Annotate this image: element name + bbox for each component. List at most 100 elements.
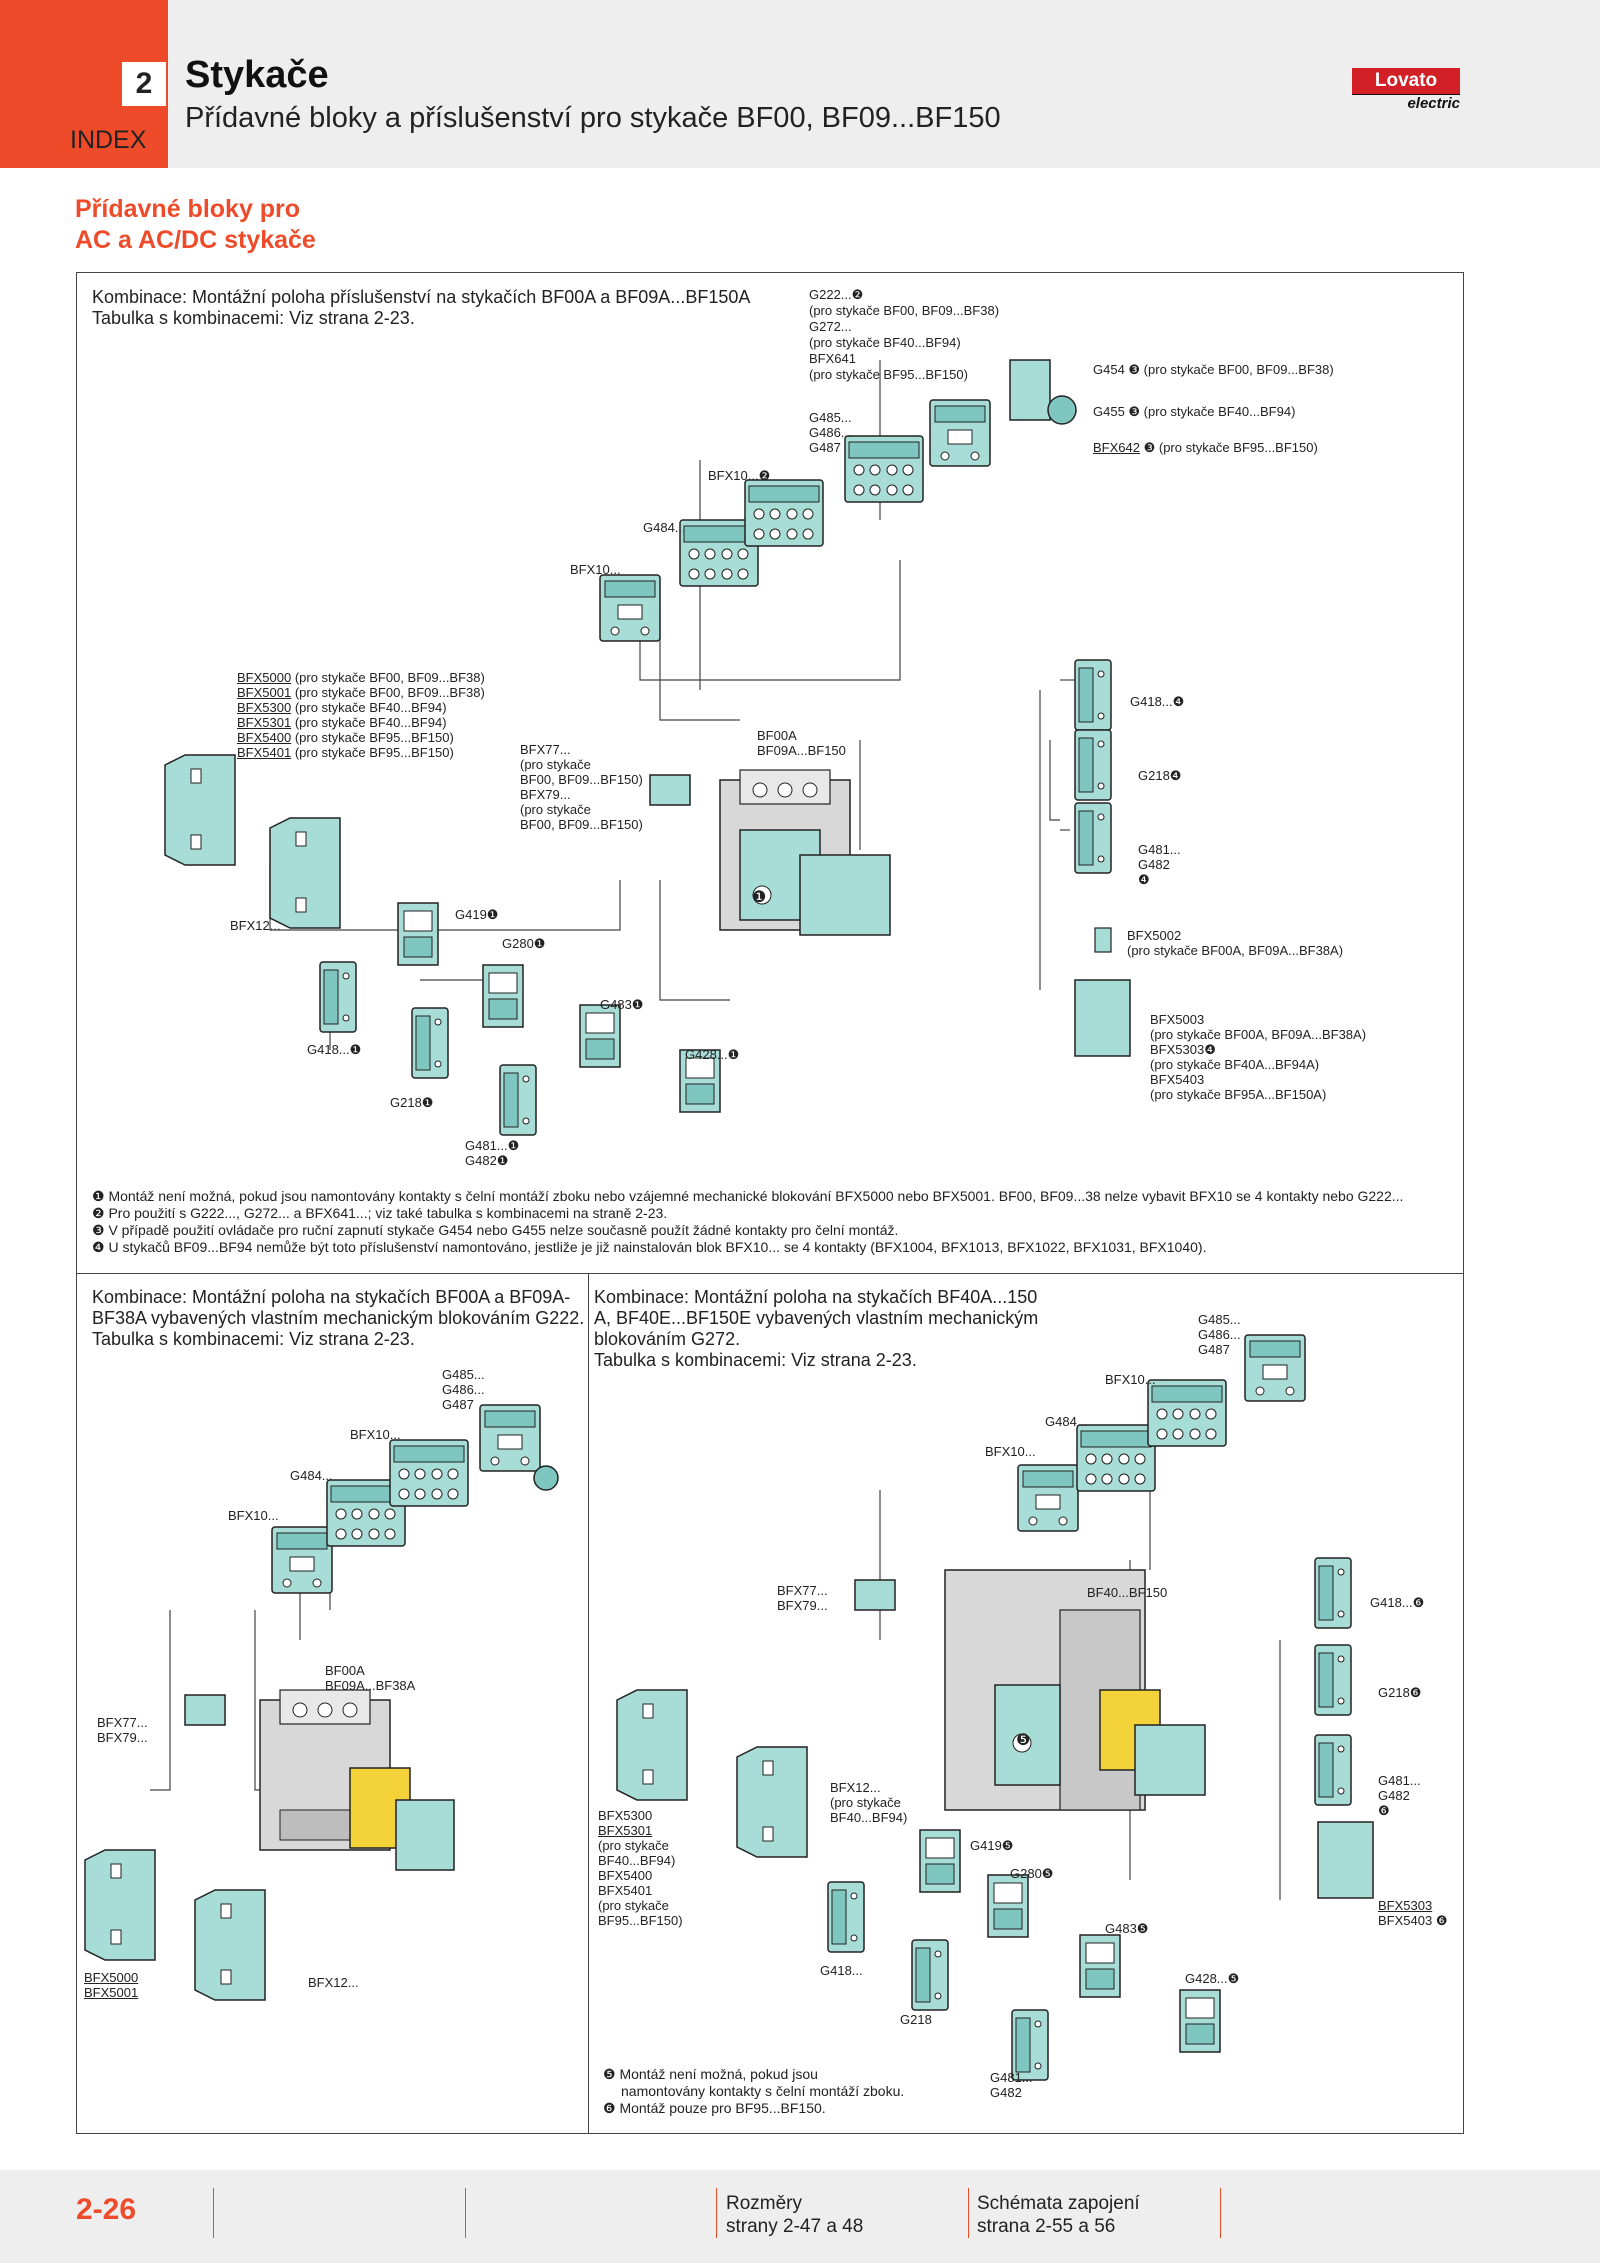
panel-divider [588, 1273, 589, 2134]
label-g218-br-left: G218 [900, 2012, 932, 2027]
index-number: 2 [122, 62, 166, 106]
label-bfx10-bl-a: BFX10... [350, 1427, 401, 1442]
label-line: G481... [1378, 1773, 1421, 1788]
label-g484-bl: G484... [290, 1468, 333, 1483]
label-line: G485... [809, 410, 852, 425]
section-title-line: AC a AC/DC stykače [75, 226, 316, 254]
footer-divider [968, 2188, 969, 2238]
label-line: BFX5002 [1127, 928, 1182, 943]
label-g483: G483❶ [600, 997, 644, 1012]
index-label[interactable]: INDEX [70, 126, 147, 154]
label-bfx5000-list: BFX5000 (pro stykače BF00, BF09...BF38) … [237, 670, 485, 760]
label-line: BFX5001 [84, 1985, 139, 2000]
label-bfx5000-bl: BFX5000 BFX5001 [84, 1970, 138, 2000]
label-g428: G428...❶ [685, 1047, 740, 1062]
label-line: BFX5403 [1150, 1072, 1205, 1087]
label-line: G486... [442, 1382, 485, 1397]
label-line: G272... [809, 319, 852, 334]
label-g418-br: G418...❻ [1370, 1595, 1425, 1610]
top-footnotes: ❶ Montáž není možná, pokud jsou namontov… [92, 1188, 1403, 1256]
label-line: (pro stykače BF40A...BF94A) [1150, 1057, 1320, 1072]
label-line: BFX79... [520, 787, 571, 802]
footer-divider [213, 2188, 214, 2238]
label-g280-br: G280❺ [1010, 1866, 1054, 1881]
label-line: G486... [809, 425, 852, 440]
label-line: BFX5300 (pro stykače BF40...BF94) [237, 700, 485, 715]
label-line: (pro stykače BF00, BF09...BF38) [809, 303, 1000, 318]
label-bfx10-br-b: BFX10... [985, 1444, 1036, 1459]
wiring-link[interactable]: Schémata zapojení strana 2-55 a 56 [977, 2192, 1140, 2238]
label-line: ❻ [1378, 1803, 1390, 1818]
label-line: BFX5003 [1150, 1012, 1205, 1027]
marker-1: ❶ [752, 889, 767, 906]
label-line: BFX5301 [598, 1823, 653, 1838]
label-line: ❹ [1138, 872, 1150, 887]
label-g481-br: G481... G482 ❻ [1378, 1773, 1421, 1818]
dimensions-link[interactable]: Rozměry strany 2-47 a 48 [726, 2192, 863, 2238]
page-subtitle: Přídavné bloky a příslušenství pro styka… [185, 102, 1001, 134]
label-line: BF00A [757, 728, 797, 743]
label-line: (pro stykače BF40...BF94) [809, 335, 961, 350]
label-line: BFX5001 (pro stykače BF00, BF09...BF38) [237, 685, 485, 700]
label-line: BFX77... [97, 1715, 148, 1730]
label-line: BFX5303 [1378, 1898, 1433, 1913]
label-code: BFX642 [1093, 440, 1140, 455]
label-g483-br: G483❺ [1105, 1921, 1149, 1936]
label-line: BFX5400 [598, 1868, 653, 1883]
diagram-frame [76, 272, 1464, 2134]
label-g280: G280❶ [502, 936, 546, 951]
label-text: (pro stykače BF40...BF94) [291, 715, 447, 730]
label-line: G482❶ [465, 1153, 509, 1168]
label-line: G482 [1378, 1788, 1410, 1803]
caption-line: Tabulka s kombinacemi: Viz strana 2-23. [594, 1350, 917, 1370]
label-line: BF00, BF09...BF150) [520, 772, 643, 787]
label-g455: G455 ❸ (pro stykače BF40...BF94) [1093, 404, 1296, 419]
caption-line: Tabulka s kombinacemi: Viz strana 2-23. [92, 308, 415, 328]
label-bfx12-bl: BFX12... [308, 1975, 359, 1990]
page-header [0, 0, 1600, 168]
label-code: BFX5000 [237, 670, 292, 685]
panel-divider [76, 1273, 1464, 1274]
logo-wordmark: Lovato [1352, 68, 1460, 94]
label-g218-left: G218❶ [390, 1095, 434, 1110]
footnote: ❶ Montáž není možná, pokud jsou namontov… [92, 1188, 1404, 1204]
label-g419-br: G419❺ [970, 1838, 1014, 1853]
label-line: G481... [1138, 842, 1181, 857]
label-bfx5003: BFX5003 (pro stykače BF00A, BF09A...BF38… [1150, 1012, 1366, 1102]
label-bfx12: BFX12... [230, 918, 281, 933]
label-line: (pro stykače [830, 1795, 901, 1810]
label-bfx77: BFX77... (pro stykače BF00, BF09...BF150… [520, 742, 643, 832]
footnote: ❸ V případě použití ovládače pro ruční z… [92, 1222, 899, 1238]
label-line: G481...❶ [465, 1138, 520, 1153]
logo-subtext: electric [1352, 94, 1460, 112]
footer-divider [465, 2188, 466, 2238]
label-g418-left: G418...❶ [307, 1042, 362, 1057]
bottom-right-caption: Kombinace: Montážní poloha na stykačích … [594, 1287, 1038, 1371]
section-title-line: Přídavné bloky pro [75, 195, 301, 223]
caption-line: Kombinace: Montážní poloha příslušenství… [92, 287, 751, 307]
caption-line: Kombinace: Montážní poloha na stykačích … [92, 1287, 571, 1307]
label-bfx5300-br: BFX5300 BFX5301 (pro stykače BF40...BF94… [598, 1808, 683, 1928]
label-line: BF09A...BF38A [325, 1678, 416, 1693]
caption-line: BF38A vybavených vlastním mechanickým bl… [92, 1308, 585, 1328]
bottom-right-footnotes: ❺ Montáž není možná, pokud jsou namontov… [603, 2066, 904, 2117]
caption-line: blokováním G272. [594, 1329, 741, 1349]
label-g218-right: G218❹ [1138, 768, 1182, 783]
wiring-pages: strana 2-55 a 56 [977, 2216, 1116, 2237]
page-footer [0, 2170, 1600, 2263]
label-line: BF00, BF09...BF150) [520, 817, 643, 832]
label-line: BFX5401 [598, 1883, 653, 1898]
caption-line: Tabulka s kombinacemi: Viz strana 2-23. [92, 1329, 415, 1349]
label-code: BFX5300 [237, 700, 292, 715]
label-line: G485... [1198, 1312, 1241, 1327]
footnote: ❻ Montáž pouze pro BF95...BF150. [603, 2100, 826, 2116]
label-bf40: BF40...BF150 [1087, 1585, 1168, 1600]
label-g485-bl: G485... G486... G487 [442, 1367, 485, 1412]
footnote: ❺ Montáž není možná, pokud jsou [603, 2066, 818, 2082]
label-line: G485... [442, 1367, 485, 1382]
label-line: (pro stykače [520, 802, 591, 817]
label-line: G222...❷ [809, 287, 864, 302]
footnote: ❷ Pro použití s G222..., G272... a BFX64… [92, 1205, 668, 1221]
label-line: G481... [990, 2070, 1033, 2085]
page-number: 2-26 [76, 2193, 137, 2226]
